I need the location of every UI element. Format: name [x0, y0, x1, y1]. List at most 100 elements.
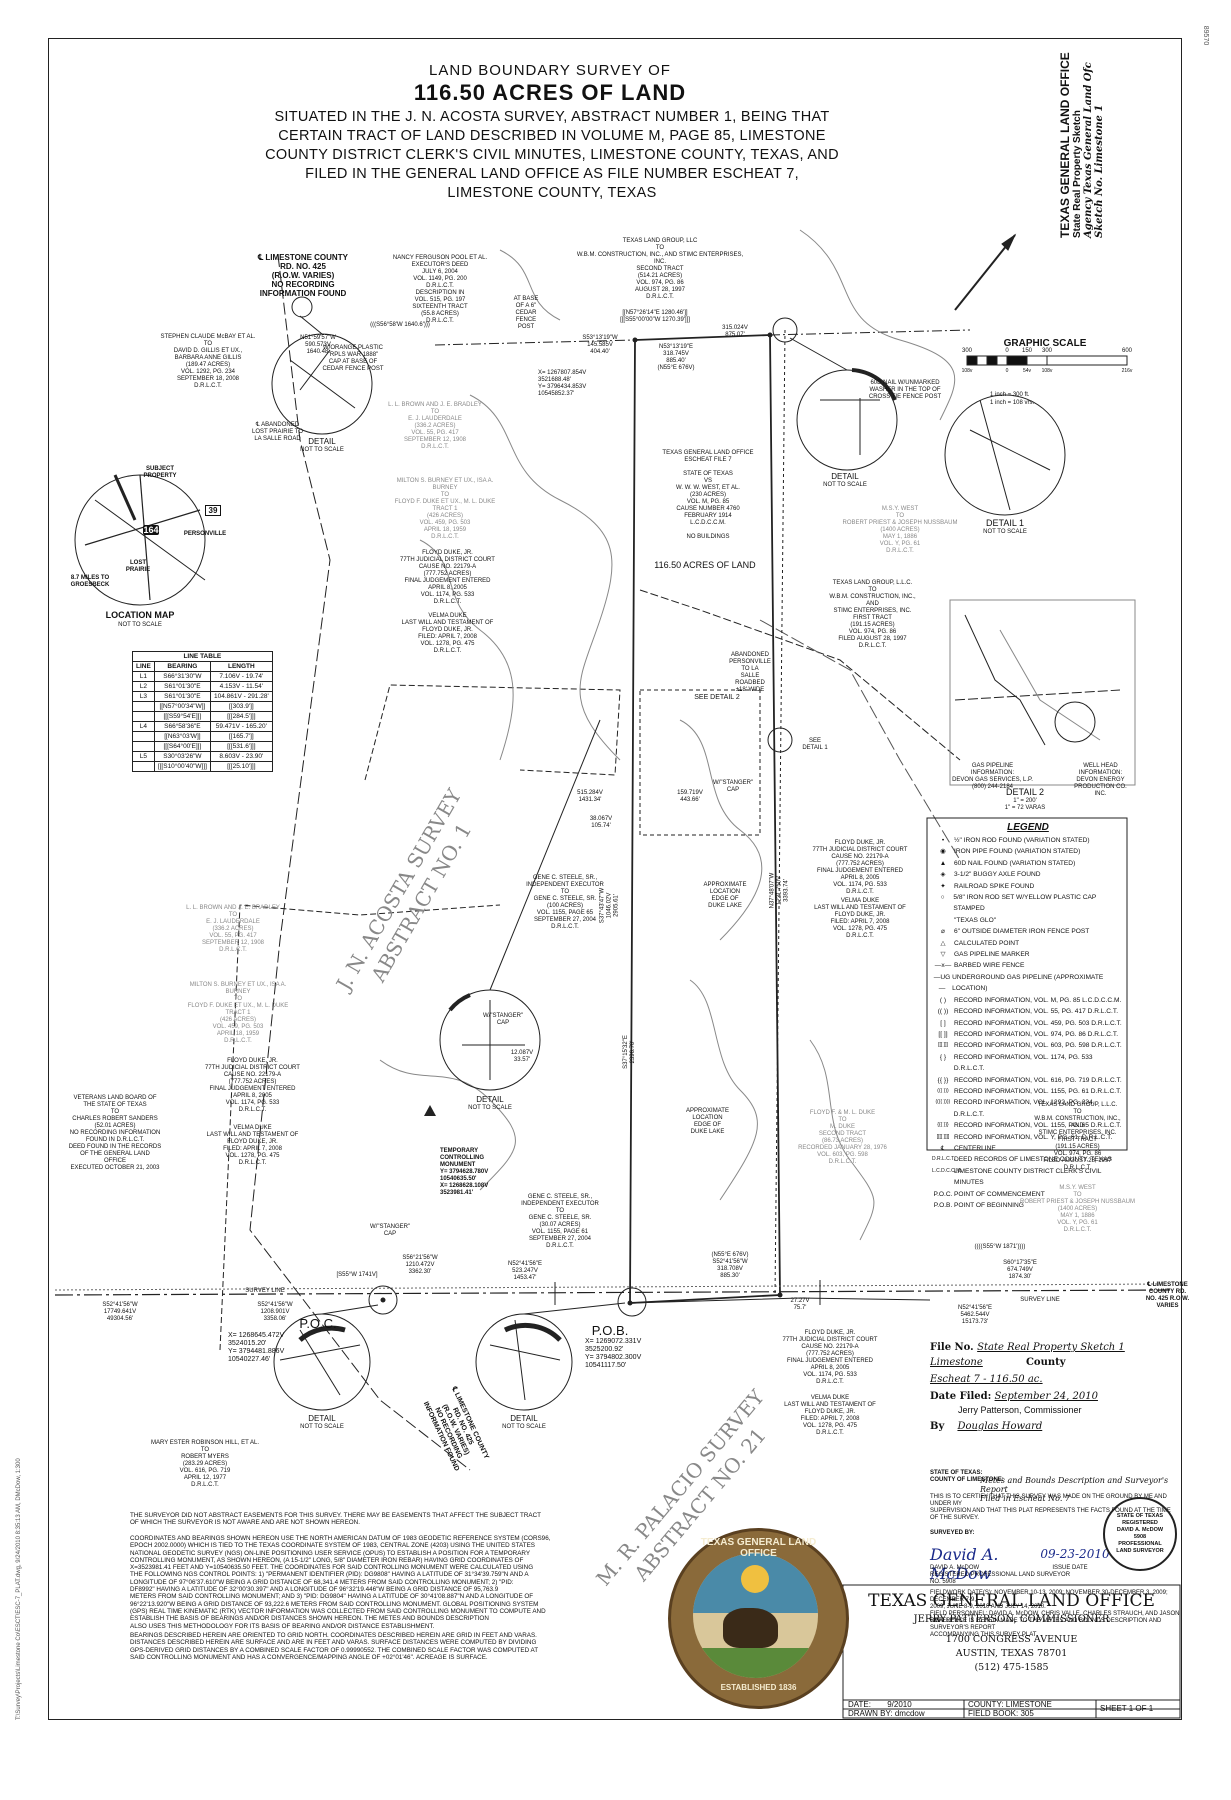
legend-text: LIMESTONE COUNTY DISTRICT CLERK'S CIVIL …: [954, 1167, 1102, 1187]
legend-symbol: (( )): [937, 1008, 949, 1016]
reference-note: REFERENCE IS HEREIN MADE TO THE METES AN…: [930, 1618, 1162, 1638]
legend-item: "TEXAS GLO": [932, 915, 1124, 926]
survey-line-call-2: S52°41'56"W 1208.901V 3358.06': [257, 1302, 293, 1322]
tract-area: 116.50 ACRES OF LAND: [654, 560, 756, 570]
legend-text: 60D NAIL FOUND (VARIATION STATED): [954, 859, 1076, 867]
line-table-cell: 8.603V - 23.90': [209, 751, 273, 762]
filed-note: Metes and Bounds Description and Surveyo…: [980, 1476, 1169, 1503]
bearing-b: N52°41'56"E 5462.544V 15173.73': [957, 1305, 993, 1325]
location-map-title: LOCATION MAP: [105, 610, 175, 620]
legend-symbol: [[ ]]: [938, 1030, 948, 1038]
title-block-phone: (512) 475-1585: [974, 1662, 1049, 1673]
legend-text: 6" OUTSIDE DIAMETER IRON FENCE POST: [954, 928, 1090, 936]
legend-text: IRON PIPE FOUND (VARIATION STATED): [954, 848, 1081, 856]
title-small: LAND BOUNDARY SURVEY OF: [429, 62, 671, 79]
bearing-k: 12.087V 33.57': [510, 1050, 534, 1063]
lake-edge-2: [689, 979, 758, 1201]
survey-line-label: SURVEY LINE: [245, 1288, 285, 1294]
legend-symbol: D.R.L.C.T.: [932, 1156, 956, 1163]
legend-symbol: •: [941, 837, 945, 844]
legend-item: {{{ }}}RECORD INFORMATION, VOL. 1155, PG…: [932, 1120, 1124, 1131]
title-block-sheet: SHEET 1 OF 1: [1100, 1704, 1154, 1713]
legend-text: RECORD INFORMATION, VOL. Y, PG. 61. D.R.…: [954, 1133, 1113, 1141]
legend-item: (( ))RECORD INFORMATION, VOL. 55, PG. 41…: [932, 1006, 1124, 1017]
title-block-date: DATE: 9/2010: [848, 1700, 912, 1709]
title-description: SITUATED IN THE J. N. ACOSTA SURVEY, ABS…: [265, 109, 839, 201]
owner-burney-2: MILTON S. BURNEY ET UX., ISA A. BURNEY T…: [187, 982, 289, 1044]
line-table-cell: [[[S64°00'E]]]: [153, 741, 211, 752]
legend-symbol: P.O.B.: [933, 1202, 953, 1209]
creek-4: [379, 1059, 516, 1191]
legend-box: [926, 817, 1128, 1151]
legend-item: ✦RAILROAD SPIKE FOUND: [932, 881, 1124, 892]
callout-circle-road: [291, 296, 313, 318]
detail-1-circle: [944, 394, 1066, 516]
west-vertical-call: S37°43'47"W 1046.02V 2905.61': [599, 887, 620, 924]
owner-state-of-texas: TEXAS GENERAL LAND OFFICE ESCHEAT FILE 7…: [662, 450, 754, 540]
legend-symbol: ⌀: [941, 928, 945, 936]
legend-symbol: ▲: [939, 859, 947, 867]
glo-seal-ring: TEXAS GENERAL LAND OFFICE: [700, 1537, 817, 1559]
scale-tick-label: 300: [1041, 348, 1052, 354]
line-table-cell: L1: [132, 671, 155, 682]
legend-item: ▽GAS PIPELINE MARKER: [932, 949, 1124, 960]
by-label: By: [930, 1421, 945, 1432]
legend-item: —x—BARBED WIRE FENCE: [932, 960, 1124, 971]
detail-label: DETAIL: [510, 1414, 538, 1423]
commissioner-name: Jerry Patterson, Commissioner: [958, 1405, 1082, 1415]
bearing-m: S56°21'56"W 1210.472V 3362.30': [402, 1255, 438, 1275]
legend-text: POINT OF BEGINNING: [954, 1202, 1024, 1209]
legend-text: RECORD INFORMATION, VOL. 459, PG. 503 D.…: [954, 1019, 1122, 1027]
title-block-org: TEXAS GENERAL LAND OFFICE: [868, 1591, 1155, 1611]
location-personville: PERSONVILLE: [183, 531, 227, 537]
location-subject: SUBJECT PROPERTY: [143, 466, 177, 479]
location-lost-prairie: LOST PRAIRIE: [125, 560, 151, 573]
detail-2-scale: 1" = 200' 1" = 72 VARAS: [1004, 798, 1046, 811]
legend-item: △CALCULATED POINT: [932, 938, 1124, 949]
property-line-ne: [769, 329, 971, 336]
legend-item: ⌀ 6" OUTSIDE DIAMETER IRON FENCE POST: [932, 926, 1124, 937]
stanger-cap-note-3: W/"STANGER" CAP: [370, 1224, 411, 1237]
scale-tick-label-varas: 216v: [1121, 368, 1133, 374]
owner-floyd-duke: FLOYD DUKE, JR. 77TH JUDICIAL DISTRICT C…: [400, 550, 495, 605]
legend-item: [ ]RECORD INFORMATION, VOL. 459, PG. 503…: [932, 1018, 1124, 1029]
survey-line-call: S52°41'56"W 17749.641V 49304.56': [102, 1302, 138, 1322]
legend-item: {{ }}RECORD INFORMATION, VOL. 616, PG. 7…: [932, 1075, 1124, 1086]
north-line-call: N53°13'19"E 318.745V 885.40' (N55°E 676V…: [657, 344, 695, 371]
callout-circle-e: [767, 727, 793, 753]
line-table-cell: S66°58'36"E: [153, 721, 211, 732]
line-table-row: [[[S59°54'E]]][[[284.5']]]: [132, 711, 273, 722]
surveyor-info: DAVID A. McDOW REGISTERED PROFESSIONAL L…: [930, 1565, 1071, 1585]
legend-text: 5/8" IRON ROD SET W/YELLOW PLASTIC CAP S…: [953, 894, 1097, 913]
road-label-425: ℄ LIMESTONE COUNTY RD. NO. 425 (R.O.W. V…: [258, 253, 348, 298]
bearing-n: [S55°W 1741V]: [336, 1272, 378, 1278]
line-table-row: [[N63°03'W]][[165.7']]: [132, 731, 273, 742]
property-line-west-a: [364, 684, 621, 781]
legend-item: ○5/8" IRON ROD SET W/YELLOW PLASTIC CAP …: [932, 892, 1124, 915]
line-table-cell: S61°01'30"E: [153, 691, 211, 702]
line-table-cell: [132, 731, 155, 742]
scale-tick-label-varas: 108v: [1041, 368, 1053, 374]
line-table-cell: [[[284.5']]]: [209, 711, 273, 722]
legend-item: { }RECORD INFORMATION, VOL. 1174, PG. 53…: [932, 1052, 1124, 1075]
file-no-value: State Real Property Sketch 1: [977, 1342, 1125, 1353]
bearing-i: 38.067V 105.74': [589, 816, 613, 829]
title-block-county: COUNTY: LIMESTONE: [968, 1700, 1052, 1709]
property-line-north: [434, 339, 636, 346]
legend-symbol: ✦: [940, 882, 946, 890]
iron-rod-note: W/ORANGE PLASTIC "RPLS WAR 1888" CAP AT …: [322, 345, 384, 372]
bearing-a: N52°41'56"E 523.247V 1453.47': [507, 1261, 543, 1281]
bearing-g: ((((S55°W 1871')))): [974, 1244, 1026, 1250]
line-table-cell: [[303.9']]: [209, 701, 273, 712]
bison-icon: [723, 1608, 778, 1648]
line-table-row: [[[S64°00'E]]][[[531.6']]]: [132, 741, 273, 752]
line-table-cell: L2: [132, 681, 155, 692]
south-line-call: (N55°E 676V) S52°41'56"W 318.708V 885.30…: [711, 1252, 749, 1279]
legend-text: RECORD INFORMATION, VOL. M, PG. 85 L.C.D…: [954, 996, 1122, 1004]
owner-floyd-duke-2: FLOYD DUKE, JR. 77TH JUDICIAL DISTRICT C…: [812, 840, 908, 895]
legend-item: ◈3-1/2" BUGGY AXLE FOUND: [932, 869, 1124, 880]
detail-label: DETAIL: [308, 437, 336, 446]
scale-tick-label: 300: [961, 348, 972, 354]
